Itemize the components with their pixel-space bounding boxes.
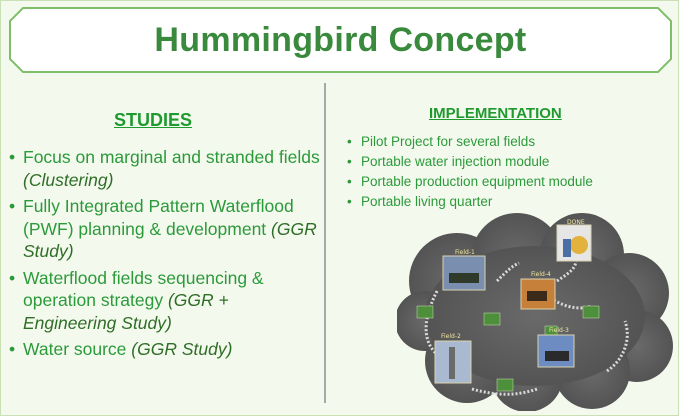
studies-heading: STUDIES	[114, 110, 193, 130]
implementation-item-text: Portable production equipment module	[361, 174, 593, 189]
field-photos	[434, 224, 592, 384]
studies-item-text: Focus on marginal and stranded fields	[23, 147, 320, 167]
implementation-item: • Portable production equipment module	[347, 172, 667, 192]
bullet-icon: •	[9, 339, 16, 359]
studies-item-text: Waterflood fields sequencing & operation…	[23, 267, 264, 311]
field-label: Field-1	[455, 249, 475, 256]
field-label: Field-2	[441, 333, 461, 340]
field-label: Field-3	[549, 327, 569, 334]
column-divider	[324, 83, 326, 403]
title-banner-shape	[9, 7, 672, 73]
implementation-item-text: Portable water injection module	[361, 154, 550, 169]
studies-item-note: (GGR Study)	[23, 218, 317, 262]
bullet-icon: •	[347, 154, 352, 169]
studies-item-note: (Clustering)	[23, 169, 114, 190]
field-label: Field-4	[531, 271, 551, 278]
bullet-icon: •	[347, 134, 352, 149]
bullet-icon: •	[9, 196, 16, 216]
field-cycle-diagram: Field-1 Field-4 Field-2 Field-3 DONE	[397, 211, 673, 411]
implementation-list: • Pilot Project for several fields • Porta…	[347, 132, 667, 212]
studies-item-text: Water source	[23, 339, 132, 359]
implementation-heading: IMPLEMENTATION	[429, 105, 562, 122]
bullet-icon: •	[9, 147, 16, 167]
goal-label: DONE	[567, 219, 585, 226]
bullet-icon: •	[9, 267, 16, 288]
title-banner: Hummingbird Concept	[9, 7, 672, 73]
implementation-item-text: Pilot Project for several fields	[361, 134, 536, 149]
studies-item: • Waterflood fields sequencing & operati…	[9, 267, 321, 335]
implementation-item: • Portable living quarter	[347, 192, 667, 212]
bullet-icon: •	[347, 194, 352, 209]
implementation-item-text: Portable living quarter	[361, 194, 493, 209]
implementation-item: • Portable water injection module	[347, 152, 667, 172]
studies-item: • Focus on marginal and stranded fields …	[9, 146, 321, 191]
studies-item: • Fully Integrated Pattern Waterflood (P…	[9, 195, 321, 263]
page-title: Hummingbird Concept	[154, 20, 527, 59]
cloud-background	[397, 213, 673, 411]
studies-item-text: Fully Integrated Pattern Waterflood (PWF…	[23, 196, 294, 239]
studies-list: • Focus on marginal and stranded fields …	[9, 146, 321, 365]
studies-item: • Water source (GGR Study)	[9, 338, 321, 361]
studies-item-note: (GGR Study)	[131, 339, 233, 359]
bullet-icon: •	[347, 174, 352, 189]
implementation-item: • Pilot Project for several fields	[347, 132, 667, 152]
studies-item-note: (GGR + Engineering Study)	[23, 290, 229, 333]
module-icons	[416, 305, 600, 392]
